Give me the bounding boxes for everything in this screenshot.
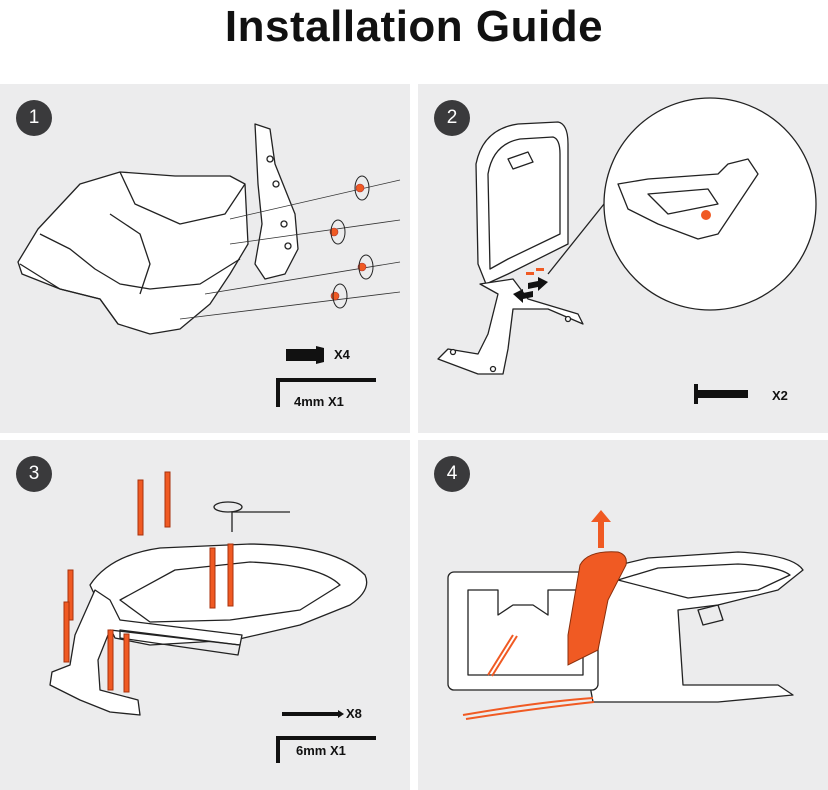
pin-icon bbox=[694, 384, 748, 404]
step-3-screw-count: X8 bbox=[346, 706, 362, 721]
lift-arrow-icon bbox=[591, 510, 611, 548]
hex-key-icon bbox=[276, 378, 376, 407]
step-1-bolt-count: X4 bbox=[334, 347, 350, 362]
step-3-illustration bbox=[49, 471, 376, 763]
step-4-illustration bbox=[447, 510, 804, 720]
page-title: Installation Guide bbox=[224, 2, 604, 51]
cover-panel bbox=[475, 121, 569, 285]
step-3-hex-key-label: 6mm X1 bbox=[296, 743, 346, 758]
hex-key-rotate-icon bbox=[213, 501, 290, 532]
step-2-pin-count: X2 bbox=[772, 388, 788, 403]
mounting-bracket bbox=[254, 123, 299, 280]
step-2-panel: 2 X2 bbox=[418, 84, 828, 433]
step-1-panel: 1 bbox=[0, 84, 410, 433]
step-2-illustration bbox=[437, 97, 817, 404]
detail-zoom-circle bbox=[603, 97, 817, 311]
step-4-panel: 4 bbox=[418, 440, 828, 790]
step-3-number-badge: 3 bbox=[16, 456, 52, 492]
step-1-illustration bbox=[17, 123, 401, 407]
mower-body bbox=[17, 171, 249, 335]
garage-body bbox=[587, 551, 804, 703]
screw-icon bbox=[282, 710, 344, 718]
removable-cover bbox=[567, 551, 627, 666]
step-1-number-badge: 1 bbox=[16, 100, 52, 136]
bolt-icon bbox=[286, 346, 324, 364]
step-4-number-badge: 4 bbox=[434, 456, 470, 492]
screws-group bbox=[63, 471, 234, 693]
garage-base bbox=[49, 589, 243, 716]
step-1-hex-key-label: 4mm X1 bbox=[294, 394, 344, 409]
step-2-number-badge: 2 bbox=[434, 100, 470, 136]
hex-key-icon bbox=[276, 736, 376, 763]
step-3-panel: 3 X8 bbox=[0, 440, 410, 790]
stand-bracket bbox=[437, 278, 584, 375]
